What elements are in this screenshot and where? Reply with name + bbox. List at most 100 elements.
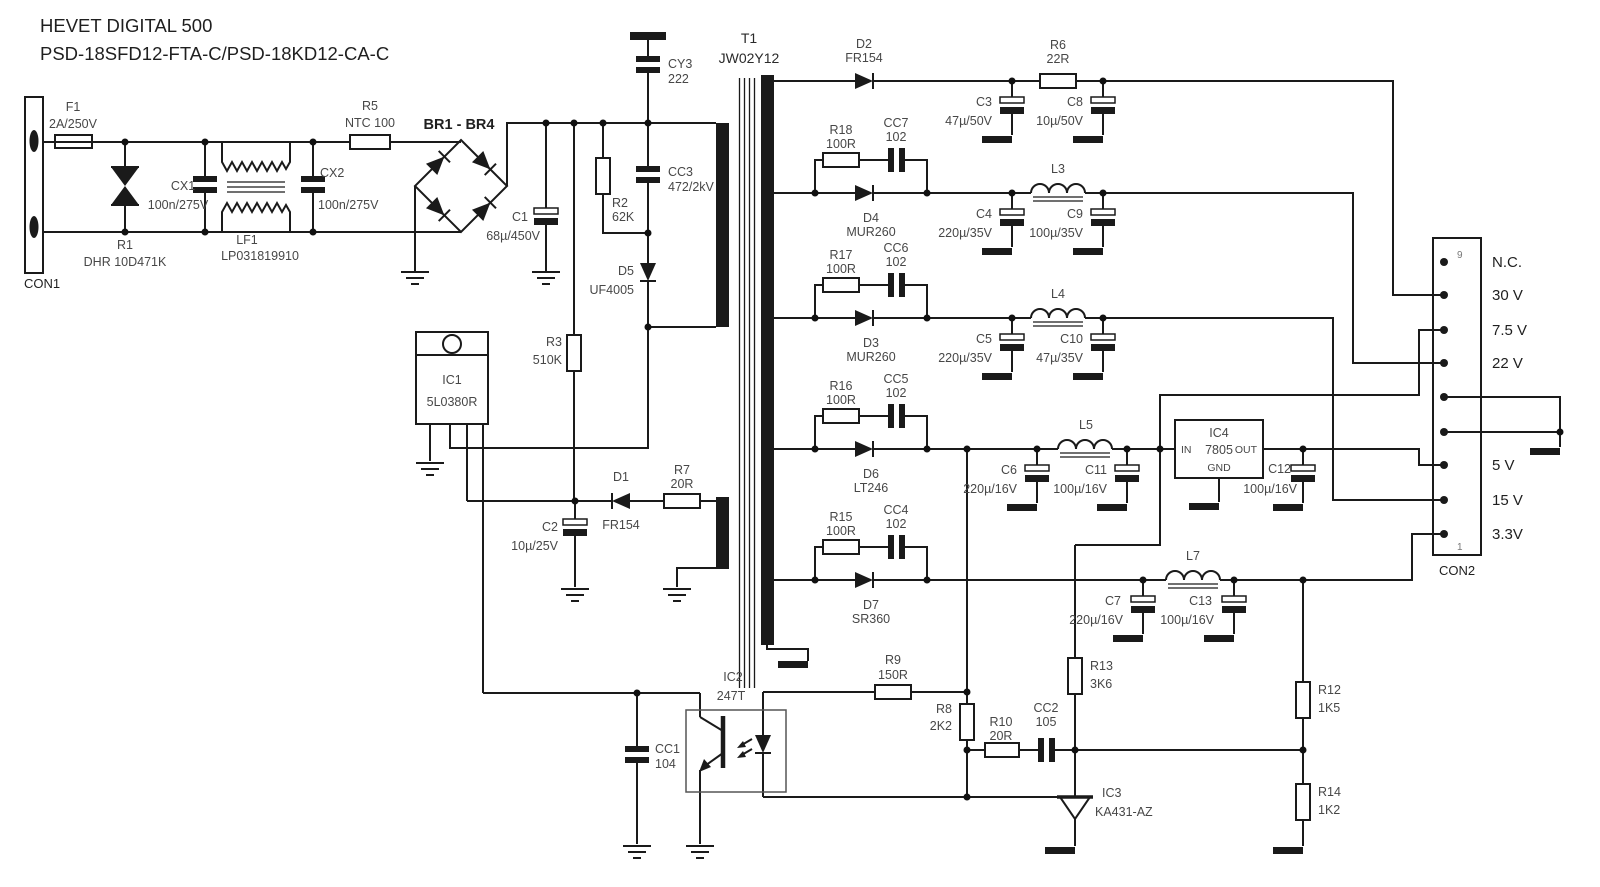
c4-value: 220µ/35V bbox=[938, 226, 992, 240]
ground-icon bbox=[531, 271, 561, 285]
cc6-ref: CC6 bbox=[883, 241, 908, 255]
ground-bar-icon bbox=[1073, 136, 1103, 143]
c9-value: 100µ/35V bbox=[1029, 226, 1083, 240]
c12-ref: C12 bbox=[1268, 462, 1291, 476]
c1-value: 68µ/450V bbox=[486, 229, 540, 243]
r7-ref: R7 bbox=[674, 463, 690, 477]
capacitor-c5 bbox=[999, 333, 1025, 352]
cc3-ref: CC3 bbox=[668, 165, 693, 179]
con2-pin-22v: 22 V bbox=[1492, 355, 1523, 372]
ic4-part: 7805 bbox=[1205, 443, 1233, 457]
resistor-r14 bbox=[1295, 783, 1311, 821]
labels: HEVET DIGITAL 500 PSD-18SFD12-FTA-C/PSD-… bbox=[24, 15, 1527, 819]
c2-value: 10µ/25V bbox=[511, 539, 558, 553]
cc1-ref: CC1 bbox=[655, 742, 680, 756]
cc7-ref: CC7 bbox=[883, 116, 908, 130]
capacitor-cc3 bbox=[636, 166, 660, 183]
c13-value: 100µ/16V bbox=[1160, 613, 1214, 627]
cc7-value: 102 bbox=[886, 130, 907, 144]
r8-ref: R8 bbox=[936, 702, 952, 716]
ground-bar-icon bbox=[1097, 504, 1127, 511]
d2-ref: D2 bbox=[856, 37, 872, 51]
ground-bar-icon bbox=[1273, 847, 1303, 854]
cy3-value: 222 bbox=[668, 72, 689, 86]
ground-bar-icon bbox=[1073, 373, 1103, 380]
c6-value: 220µ/16V bbox=[963, 482, 1017, 496]
capacitor-c9 bbox=[1090, 208, 1116, 227]
ground-icon bbox=[400, 271, 430, 285]
capacitor-cy3 bbox=[630, 32, 666, 73]
c3-ref: C3 bbox=[976, 95, 992, 109]
fuse-f1 bbox=[54, 134, 93, 149]
c4-ref: C4 bbox=[976, 207, 992, 221]
c3-value: 47µ/50V bbox=[945, 114, 992, 128]
ground-bar-icon bbox=[1189, 503, 1219, 510]
con2-pin-nc: N.C. bbox=[1492, 254, 1522, 271]
c7-value: 220µ/16V bbox=[1069, 613, 1123, 627]
component-symbols bbox=[24, 32, 1482, 821]
con2-pin1-number: 1 bbox=[1457, 542, 1463, 553]
ground-bar-icon bbox=[1045, 847, 1075, 854]
inductor-l5 bbox=[1057, 439, 1113, 458]
c5-ref: C5 bbox=[976, 332, 992, 346]
cc3-value: 472/2kV bbox=[668, 180, 715, 194]
ic2-part: 247T bbox=[717, 689, 746, 703]
ground-bar-icon bbox=[1273, 504, 1303, 511]
ic4-ref: IC4 bbox=[1209, 426, 1229, 440]
r15-value: 100R bbox=[826, 524, 856, 538]
r12-ref: R12 bbox=[1318, 683, 1341, 697]
r14-ref: R14 bbox=[1318, 785, 1341, 799]
varistor-r1 bbox=[111, 166, 139, 206]
r1-value: DHR 10D471K bbox=[84, 255, 167, 269]
c10-value: 47µ/35V bbox=[1036, 351, 1083, 365]
r14-value: 1K2 bbox=[1318, 803, 1340, 817]
cc2-value: 105 bbox=[1036, 715, 1057, 729]
c2-ref: C2 bbox=[542, 520, 558, 534]
diode-d5 bbox=[639, 262, 657, 282]
r1-ref: R1 bbox=[117, 238, 133, 252]
capacitor-cc6 bbox=[888, 273, 905, 297]
bridge-label: BR1 - BR4 bbox=[424, 117, 495, 133]
capacitor-cc7 bbox=[888, 148, 905, 172]
r13-value: 3K6 bbox=[1090, 677, 1112, 691]
c1-ref: C1 bbox=[512, 210, 528, 224]
f1-value: 2A/250V bbox=[49, 117, 98, 131]
capacitor-c3 bbox=[999, 96, 1025, 115]
ground-icon bbox=[685, 845, 715, 859]
diode-d3 bbox=[854, 309, 874, 327]
resistor-r18 bbox=[822, 152, 860, 168]
r3-ref: R3 bbox=[546, 335, 562, 349]
resistor-r13 bbox=[1067, 657, 1083, 695]
ic2-ref: IC2 bbox=[723, 670, 743, 684]
c8-ref: C8 bbox=[1067, 95, 1083, 109]
f1-ref: F1 bbox=[66, 100, 81, 114]
lf1-value: LP031819910 bbox=[221, 249, 299, 263]
diode-d6 bbox=[854, 440, 874, 458]
r6-ref: R6 bbox=[1050, 38, 1066, 52]
transformer-t1 bbox=[716, 75, 774, 688]
capacitor-cc1 bbox=[625, 746, 649, 763]
d2-value: FR154 bbox=[845, 51, 883, 65]
diode-d1 bbox=[611, 492, 631, 510]
l7-ref: L7 bbox=[1186, 549, 1200, 563]
resistor-r15 bbox=[822, 539, 860, 555]
ground-icon bbox=[662, 588, 692, 602]
bridge-rectifier bbox=[413, 138, 509, 234]
ground-bar-icon bbox=[982, 373, 1012, 380]
d5-value: UF4005 bbox=[590, 283, 635, 297]
r16-ref: R16 bbox=[830, 379, 853, 393]
d3-value: MUR260 bbox=[846, 350, 895, 364]
ic1-ref: IC1 bbox=[442, 373, 462, 387]
r13-ref: R13 bbox=[1090, 659, 1113, 673]
resistor-r17 bbox=[822, 277, 860, 293]
ic4-pin-out: OUT bbox=[1235, 444, 1258, 456]
r10-ref: R10 bbox=[990, 715, 1013, 729]
cy3-ref: CY3 bbox=[668, 57, 692, 71]
con2-label: CON2 bbox=[1439, 563, 1475, 578]
r5-value: NTC 100 bbox=[345, 116, 395, 130]
resistor-r9 bbox=[874, 684, 912, 700]
capacitor-c12 bbox=[1290, 464, 1316, 483]
r18-ref: R18 bbox=[830, 123, 853, 137]
resistor-r16 bbox=[822, 408, 860, 424]
